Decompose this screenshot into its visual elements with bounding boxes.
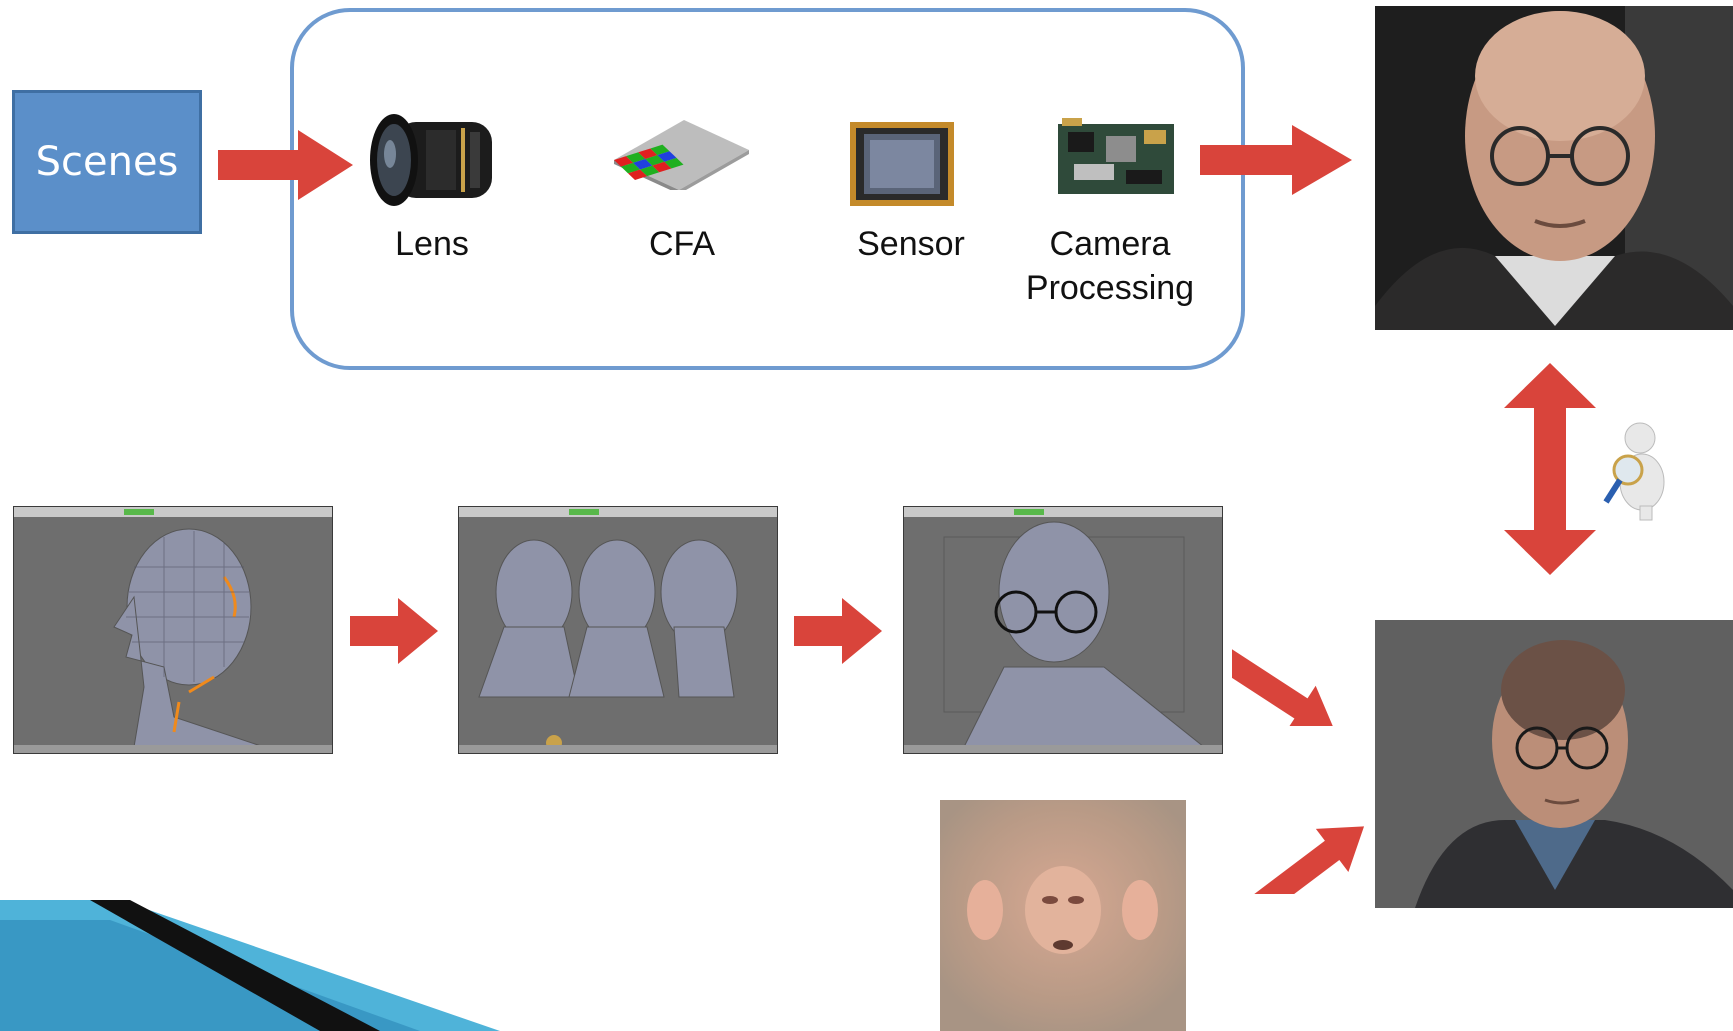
- sensor-label: Sensor: [857, 225, 965, 263]
- circuit-board-icon: [1058, 118, 1174, 194]
- cfa-label: CFA: [648, 225, 716, 263]
- camera-processing-line2: Processing: [1025, 269, 1195, 307]
- rendered-cg-image: [1375, 620, 1733, 908]
- arrow-scenes-to-lens: [218, 130, 353, 200]
- lens-icon: [370, 114, 492, 206]
- cfa-icon: [614, 120, 749, 190]
- arrow-model-to-render: [1232, 646, 1335, 726]
- arrow-model-2: [794, 598, 882, 664]
- lens-label: Lens: [395, 225, 469, 263]
- skin-texture-map: [940, 800, 1186, 1031]
- slide-corner-decoration: [0, 900, 500, 1031]
- arrow-pipeline-to-photo: [1200, 125, 1352, 195]
- sensor-icon: [850, 122, 954, 206]
- camera-pipeline-box: [290, 8, 1245, 370]
- render-panel-side-head: [13, 506, 333, 754]
- panel-menu-bar: [14, 507, 332, 517]
- render-panel-three-heads: [458, 506, 778, 754]
- camera-processing-line1: Camera: [1049, 225, 1171, 263]
- scenes-label: Scenes: [35, 139, 179, 185]
- scenes-box: Scenes: [12, 90, 202, 234]
- real-photo: [1375, 6, 1733, 330]
- arrow-texture-to-render: [1249, 826, 1364, 894]
- camera-processing-label: Camera Processing: [1010, 222, 1210, 310]
- arrow-model-1: [350, 598, 438, 664]
- render-panel-glasses-head: [903, 506, 1223, 754]
- magnifier-person-icon: [1603, 422, 1665, 521]
- compare-double-arrow: [1504, 363, 1596, 575]
